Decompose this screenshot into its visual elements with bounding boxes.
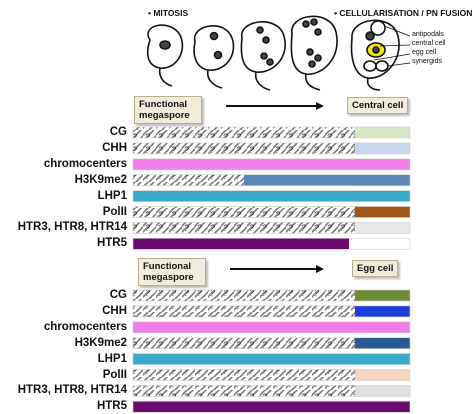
bar-end-state-segment (355, 142, 410, 154)
bar-continuous (133, 158, 410, 170)
bar-end-state-segment (355, 206, 410, 218)
bar-unknown-segment (133, 385, 355, 397)
row-label-central: CHH (102, 141, 127, 154)
bar-unknown-segment (133, 337, 355, 349)
bar-end-state-segment (244, 174, 410, 186)
bar-continuous (133, 238, 410, 250)
ovule-stage-1 (146, 24, 184, 87)
ovule-stage-4 (290, 15, 338, 91)
row-label-central: chromocenters (43, 157, 127, 170)
panel-egg-end-box: Egg cell (352, 260, 399, 277)
bar-outline (132, 126, 411, 139)
bar-end-state-segment (355, 401, 410, 413)
bar-end-state-segment (355, 353, 410, 365)
row-label-egg: HTR3, HTR8, HTR14 (17, 384, 127, 397)
bar-outline (132, 174, 411, 186)
row-label-egg: H3K9me2 (74, 336, 127, 349)
cell-label-central-cell: central cell (412, 40, 446, 47)
row-label-central: LHP1 (97, 189, 127, 202)
bar-end-state-segment (355, 321, 410, 333)
bar-unknown-segment (133, 222, 355, 234)
bar-outline (132, 238, 411, 250)
bar-unknown-segment (133, 290, 355, 301)
bar-unknown-segment (133, 174, 244, 186)
bar-outline (132, 385, 411, 397)
bar-outline (132, 222, 411, 234)
mature-embryo-sac (350, 19, 411, 91)
bar-outline (132, 337, 411, 350)
bar-end-state-segment (355, 305, 410, 317)
row-label-egg: LHP1 (97, 352, 127, 365)
row-label-central: H3K9me2 (74, 173, 127, 186)
bar-outline (132, 206, 411, 218)
stage-label-cellularisation: • CELLULARISATION / PN FUSION (334, 8, 473, 18)
ovule-stage-2 (193, 25, 235, 89)
bar-continuous (133, 321, 410, 333)
bar-outline (132, 289, 411, 302)
bar-outline (132, 158, 411, 171)
panel-central-start-box: Functional megaspore (134, 96, 202, 124)
bar-outline (132, 305, 411, 318)
bar-end-state-segment (355, 127, 410, 138)
bar-unknown-segment (133, 305, 355, 317)
cell-label-egg-cell: egg cell (412, 49, 437, 56)
panel-central-arrowhead (316, 102, 324, 110)
embryo-sac-illustrations (146, 15, 411, 91)
bar-unknown-segment (133, 369, 355, 381)
bar-continuous (133, 401, 410, 413)
bar-outline (132, 353, 411, 365)
row-label-central: HTR3, HTR8, HTR14 (17, 221, 127, 234)
row-label-central: CG (109, 126, 127, 138)
cell-label-synergids: synergids (412, 58, 442, 65)
row-label-egg: CG (109, 289, 127, 301)
row-label-egg: chromocenters (43, 320, 127, 333)
panel-egg-arrowhead (316, 265, 324, 273)
bar-outline (132, 400, 411, 413)
panel-egg-start-box: Functional megaspore (138, 258, 206, 286)
row-label-central: PolII (102, 205, 127, 218)
bar-continuous (133, 353, 410, 365)
bar-outline (132, 142, 411, 155)
bar-outline (132, 369, 411, 381)
bar-outline (132, 321, 411, 334)
row-label-egg: HTR5 (96, 400, 127, 413)
row-label-egg: PolII (102, 368, 127, 381)
stage-label-mitosis: • MITOSIS (148, 8, 189, 18)
bar-htr5-loss (349, 238, 410, 250)
row-label-egg: CHH (102, 304, 127, 317)
bar-unknown-segment (133, 127, 355, 138)
bar-end-state-segment (355, 158, 410, 170)
row-label-central: HTR5 (96, 237, 127, 250)
bar-unknown-segment (133, 142, 355, 154)
bar-unknown-segment (133, 206, 355, 218)
bar-outline (132, 190, 411, 202)
panel-central-end-box: Central cell (347, 97, 409, 114)
bar-end-state-segment (355, 337, 410, 349)
bar-end-state-segment (355, 222, 410, 234)
bar-end-state-segment (355, 190, 410, 202)
cell-label-antipodals: antipodals (412, 31, 444, 38)
bar-end-state-segment (355, 290, 410, 301)
bar-end-state-segment (355, 369, 410, 381)
ovule-stage-3 (240, 21, 286, 91)
bar-continuous (133, 190, 410, 202)
bar-end-state-segment (355, 385, 410, 397)
